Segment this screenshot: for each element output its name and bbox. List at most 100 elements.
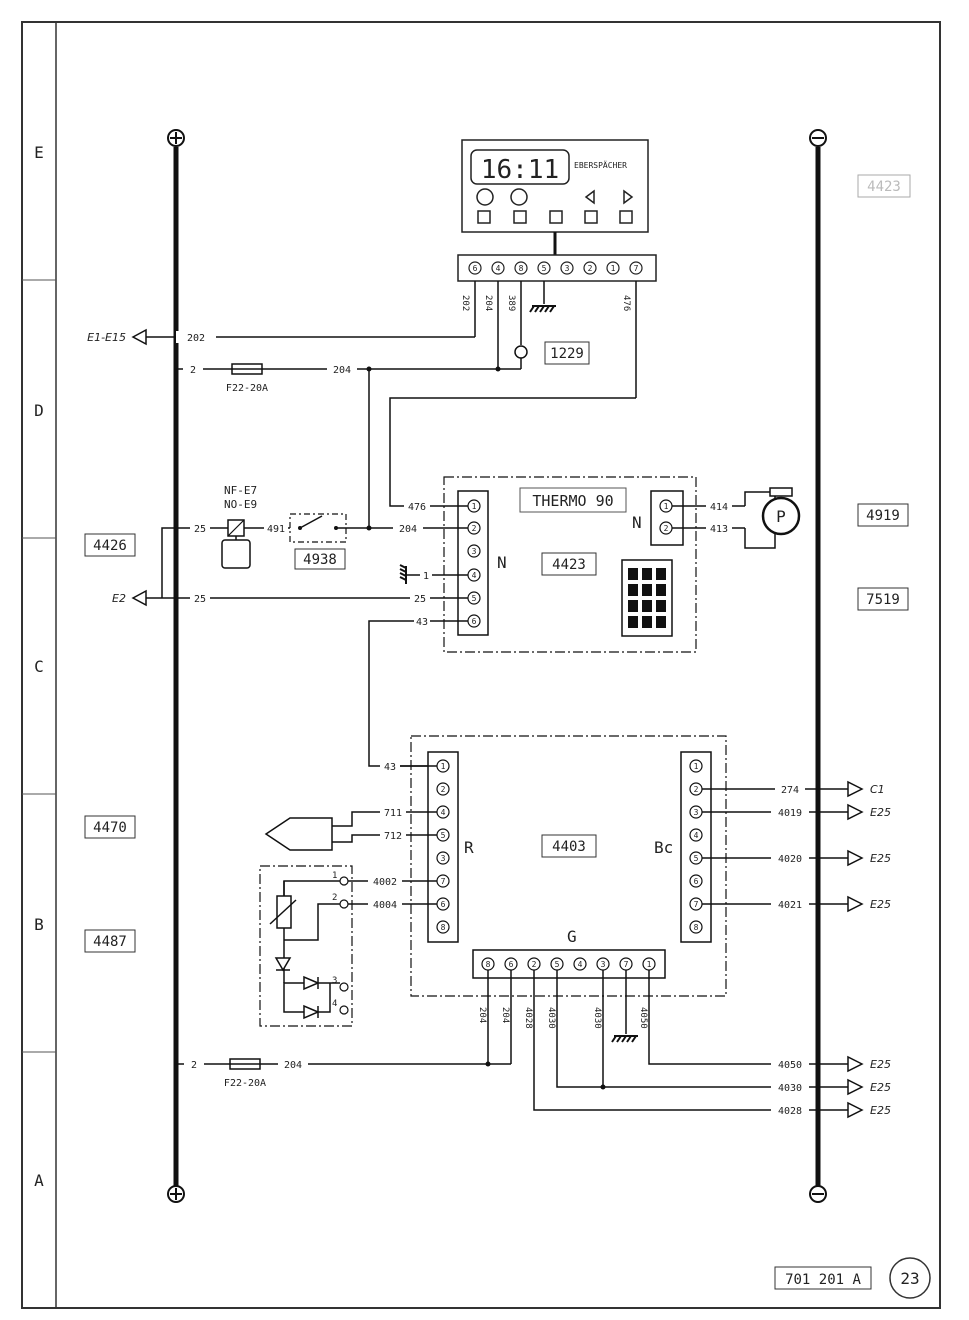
svg-text:5: 5 bbox=[441, 831, 446, 840]
svg-text:4020: 4020 bbox=[778, 854, 802, 865]
relay-label: NF-E7 bbox=[224, 484, 257, 497]
svg-text:4019: 4019 bbox=[778, 808, 802, 819]
svg-text:4938: 4938 bbox=[303, 552, 337, 568]
svg-text:4403: 4403 bbox=[552, 839, 586, 855]
svg-text:P: P bbox=[776, 507, 786, 526]
ecu-4403 bbox=[410, 735, 727, 997]
svg-text:1: 1 bbox=[664, 502, 669, 511]
svg-text:476: 476 bbox=[408, 502, 426, 513]
thermo-90-unit bbox=[443, 476, 697, 653]
svg-text:701 201 A: 701 201 A bbox=[785, 1272, 861, 1288]
svg-text:E25: E25 bbox=[870, 806, 891, 819]
svg-text:5: 5 bbox=[472, 594, 477, 603]
svg-text:5: 5 bbox=[542, 264, 547, 273]
svg-text:6: 6 bbox=[473, 264, 478, 273]
svg-text:F22-20A: F22-20A bbox=[224, 1078, 266, 1089]
ref-7519: 7519 bbox=[857, 587, 909, 611]
svg-text:204: 204 bbox=[399, 524, 417, 535]
ref-4423: 4423 bbox=[541, 552, 597, 576]
svg-text:E25: E25 bbox=[870, 852, 891, 865]
arrow-label: E2 bbox=[112, 592, 126, 605]
svg-text:4050: 4050 bbox=[778, 1060, 802, 1071]
svg-text:5: 5 bbox=[555, 960, 560, 969]
ref-4470: 4470 bbox=[84, 815, 136, 839]
svg-text:4487: 4487 bbox=[93, 934, 127, 950]
svg-text:1: 1 bbox=[423, 571, 429, 582]
svg-text:1: 1 bbox=[611, 264, 616, 273]
zone-label: A bbox=[34, 1171, 44, 1190]
sensor-module bbox=[259, 865, 353, 1027]
svg-text:4470: 4470 bbox=[93, 820, 127, 836]
svg-text:204: 204 bbox=[477, 1007, 487, 1023]
svg-text:4028: 4028 bbox=[523, 1007, 533, 1029]
svg-text:8: 8 bbox=[519, 264, 524, 273]
svg-text:476: 476 bbox=[621, 295, 631, 311]
svg-text:3: 3 bbox=[565, 264, 570, 273]
svg-text:274: 274 bbox=[781, 785, 799, 796]
svg-text:4426: 4426 bbox=[93, 538, 127, 554]
svg-text:43: 43 bbox=[416, 617, 428, 628]
svg-text:2: 2 bbox=[191, 1060, 197, 1071]
svg-text:2: 2 bbox=[332, 893, 337, 903]
drawing-code: 701 201 A bbox=[774, 1266, 872, 1290]
svg-text:4004: 4004 bbox=[373, 900, 397, 911]
svg-text:712: 712 bbox=[384, 831, 402, 842]
svg-text:Bc: Bc bbox=[654, 838, 673, 857]
svg-text:8: 8 bbox=[441, 923, 446, 932]
svg-text:6: 6 bbox=[694, 877, 699, 886]
svg-text:4002: 4002 bbox=[373, 877, 397, 888]
ref-4403: 4403 bbox=[541, 834, 597, 858]
timer-module: 16:11 EBERSPÄCHER bbox=[461, 139, 649, 255]
top-connector: 6 4 8 5 3 2 1 7 bbox=[457, 254, 657, 282]
svg-text:8: 8 bbox=[694, 923, 699, 932]
svg-text:2: 2 bbox=[190, 365, 196, 376]
svg-text:25: 25 bbox=[414, 594, 426, 605]
svg-text:43: 43 bbox=[384, 762, 396, 773]
svg-text:1229: 1229 bbox=[550, 346, 584, 362]
svg-text:4: 4 bbox=[496, 264, 501, 273]
svg-text:3: 3 bbox=[441, 854, 446, 863]
svg-text:6: 6 bbox=[441, 900, 446, 909]
svg-text:8: 8 bbox=[486, 960, 491, 969]
svg-text:25: 25 bbox=[194, 524, 206, 535]
svg-text:E25: E25 bbox=[870, 1058, 891, 1071]
zone-label: D bbox=[34, 401, 44, 420]
ref-1229: 1229 bbox=[544, 341, 590, 365]
svg-text:4030: 4030 bbox=[592, 1007, 602, 1029]
svg-text:4: 4 bbox=[472, 571, 477, 580]
svg-text:204: 204 bbox=[500, 1007, 510, 1023]
svg-text:4: 4 bbox=[441, 808, 446, 817]
pump-motor bbox=[761, 496, 801, 536]
svg-text:7: 7 bbox=[634, 264, 639, 273]
svg-text:4919: 4919 bbox=[866, 508, 900, 524]
svg-text:4: 4 bbox=[578, 960, 583, 969]
svg-text:2: 2 bbox=[664, 524, 669, 533]
svg-text:2: 2 bbox=[532, 960, 537, 969]
svg-text:2: 2 bbox=[472, 524, 477, 533]
svg-text:E25: E25 bbox=[870, 898, 891, 911]
svg-text:5: 5 bbox=[694, 854, 699, 863]
temp-probe bbox=[264, 817, 333, 851]
ref-4919: 4919 bbox=[857, 503, 909, 527]
svg-text:4021: 4021 bbox=[778, 900, 802, 911]
svg-text:R: R bbox=[464, 838, 474, 857]
svg-text:4: 4 bbox=[694, 831, 699, 840]
zone-label: C bbox=[34, 657, 44, 676]
svg-text:2: 2 bbox=[694, 785, 699, 794]
svg-text:204: 204 bbox=[284, 1060, 302, 1071]
svg-text:389: 389 bbox=[506, 295, 516, 311]
svg-text:4423: 4423 bbox=[867, 179, 901, 195]
svg-text:1: 1 bbox=[694, 762, 699, 771]
svg-text:1: 1 bbox=[332, 871, 337, 881]
svg-text:1: 1 bbox=[647, 960, 652, 969]
svg-text:413: 413 bbox=[710, 524, 728, 535]
svg-text:25: 25 bbox=[194, 594, 206, 605]
svg-text:E25: E25 bbox=[870, 1104, 891, 1117]
svg-text:7519: 7519 bbox=[866, 592, 900, 608]
timer-display: 16:11 bbox=[481, 155, 559, 185]
svg-text:7: 7 bbox=[441, 877, 446, 886]
svg-text:1: 1 bbox=[472, 502, 477, 511]
svg-text:6: 6 bbox=[472, 617, 477, 626]
svg-text:2: 2 bbox=[441, 785, 446, 794]
